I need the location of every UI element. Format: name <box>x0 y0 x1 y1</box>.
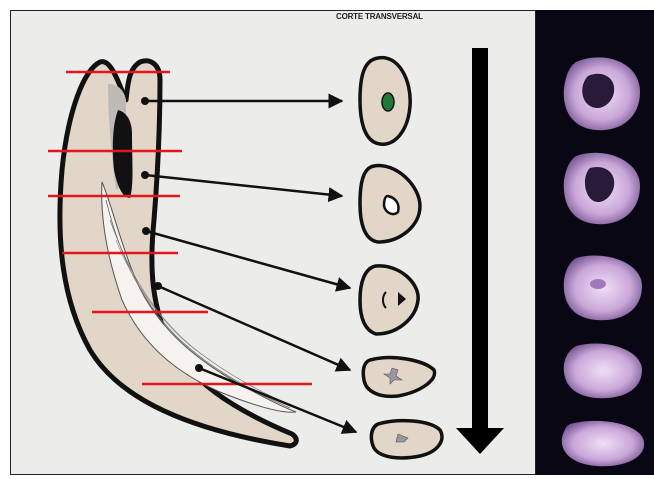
arrow-3 <box>146 231 350 288</box>
photo-section-2 <box>564 153 640 224</box>
cross-section-4 <box>363 358 434 397</box>
arrow-2 <box>145 175 342 196</box>
photo-section-3 <box>564 256 642 321</box>
photo-section-5 <box>562 421 644 466</box>
cross-section-2 <box>360 166 420 242</box>
down-arrow-icon <box>456 48 504 454</box>
photos <box>562 57 644 466</box>
cross-sections <box>360 58 442 458</box>
photo-section-4 <box>564 343 642 398</box>
cross-section-3 <box>360 266 418 334</box>
cross-section-5 <box>371 421 442 458</box>
cross-section-1 <box>360 58 410 145</box>
photo-section-1 <box>564 57 640 130</box>
